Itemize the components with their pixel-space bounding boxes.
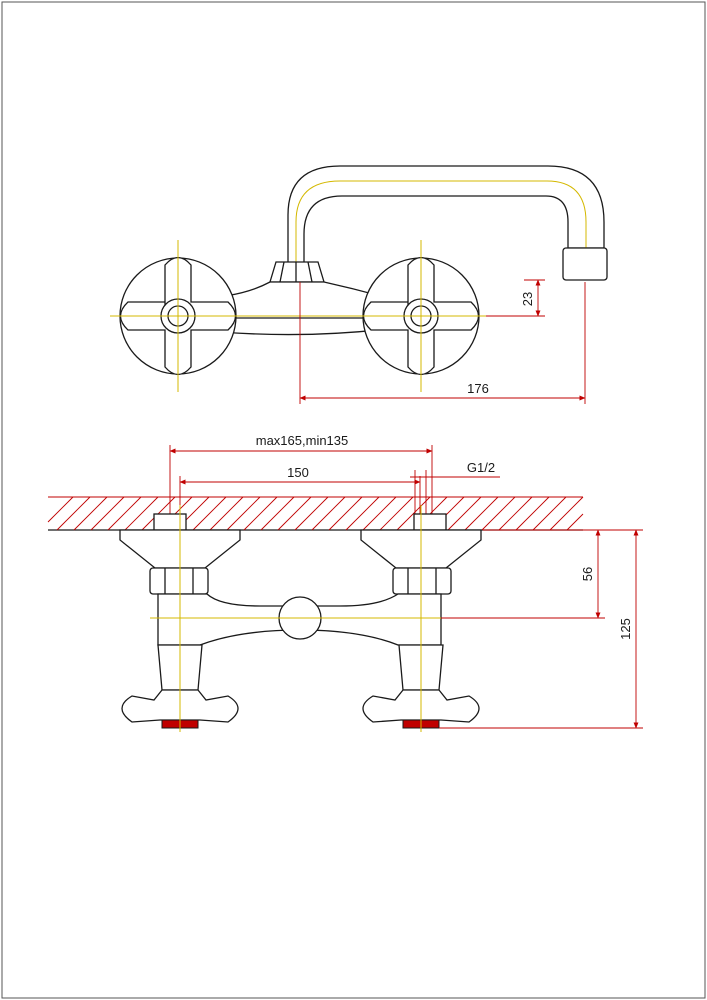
front-view: max165,min135 150 G1/2: [47, 433, 643, 732]
hatch-line: [107, 496, 142, 531]
right-union-nut: [392, 567, 452, 595]
spout-aerator: [562, 247, 608, 281]
hatch-line: [481, 496, 516, 531]
hatch-line: [379, 496, 414, 531]
hatch-line: [566, 513, 584, 531]
hatch-line: [124, 496, 159, 531]
left-inlet-thread: [153, 513, 187, 531]
dim-spout-height: 23: [520, 292, 535, 306]
hatch-line: [328, 496, 363, 531]
hatch-line: [90, 496, 125, 531]
spout-nut: [269, 261, 325, 283]
hatch-line: [447, 496, 482, 531]
spout-outline: [287, 165, 605, 262]
top-view: 23 176: [110, 165, 608, 404]
hatch-line: [260, 496, 295, 531]
wall-hatch: [47, 496, 584, 531]
hatch-line: [73, 496, 108, 531]
hatch-line: [47, 496, 74, 523]
hatch-line: [362, 496, 397, 531]
hatch-line: [192, 496, 227, 531]
dim-spout-reach: 176: [467, 381, 489, 396]
hatch-line: [549, 496, 584, 531]
hatch-line: [209, 496, 244, 531]
dim-center-nominal: 150: [287, 465, 309, 480]
hatch-line: [464, 496, 499, 531]
right-inlet-thread: [413, 513, 447, 531]
hatch-line: [226, 496, 261, 531]
left-union-nut: [149, 567, 209, 595]
hatch-line: [277, 496, 312, 531]
dim-wall-to-body: 56: [580, 567, 595, 581]
hatch-line: [311, 496, 346, 531]
dim-center-range: max165,min135: [256, 433, 349, 448]
dim-thread: G1/2: [467, 460, 495, 475]
hatch-line: [532, 496, 567, 531]
dim-wall-to-handle: 125: [618, 618, 633, 640]
spout-axis: [295, 180, 587, 266]
hatch-line: [515, 496, 550, 531]
hatch-line: [243, 496, 278, 531]
hatch-line: [498, 496, 533, 531]
hatch-line: [56, 496, 91, 531]
hatch-line: [345, 496, 380, 531]
hatch-line: [294, 496, 329, 531]
